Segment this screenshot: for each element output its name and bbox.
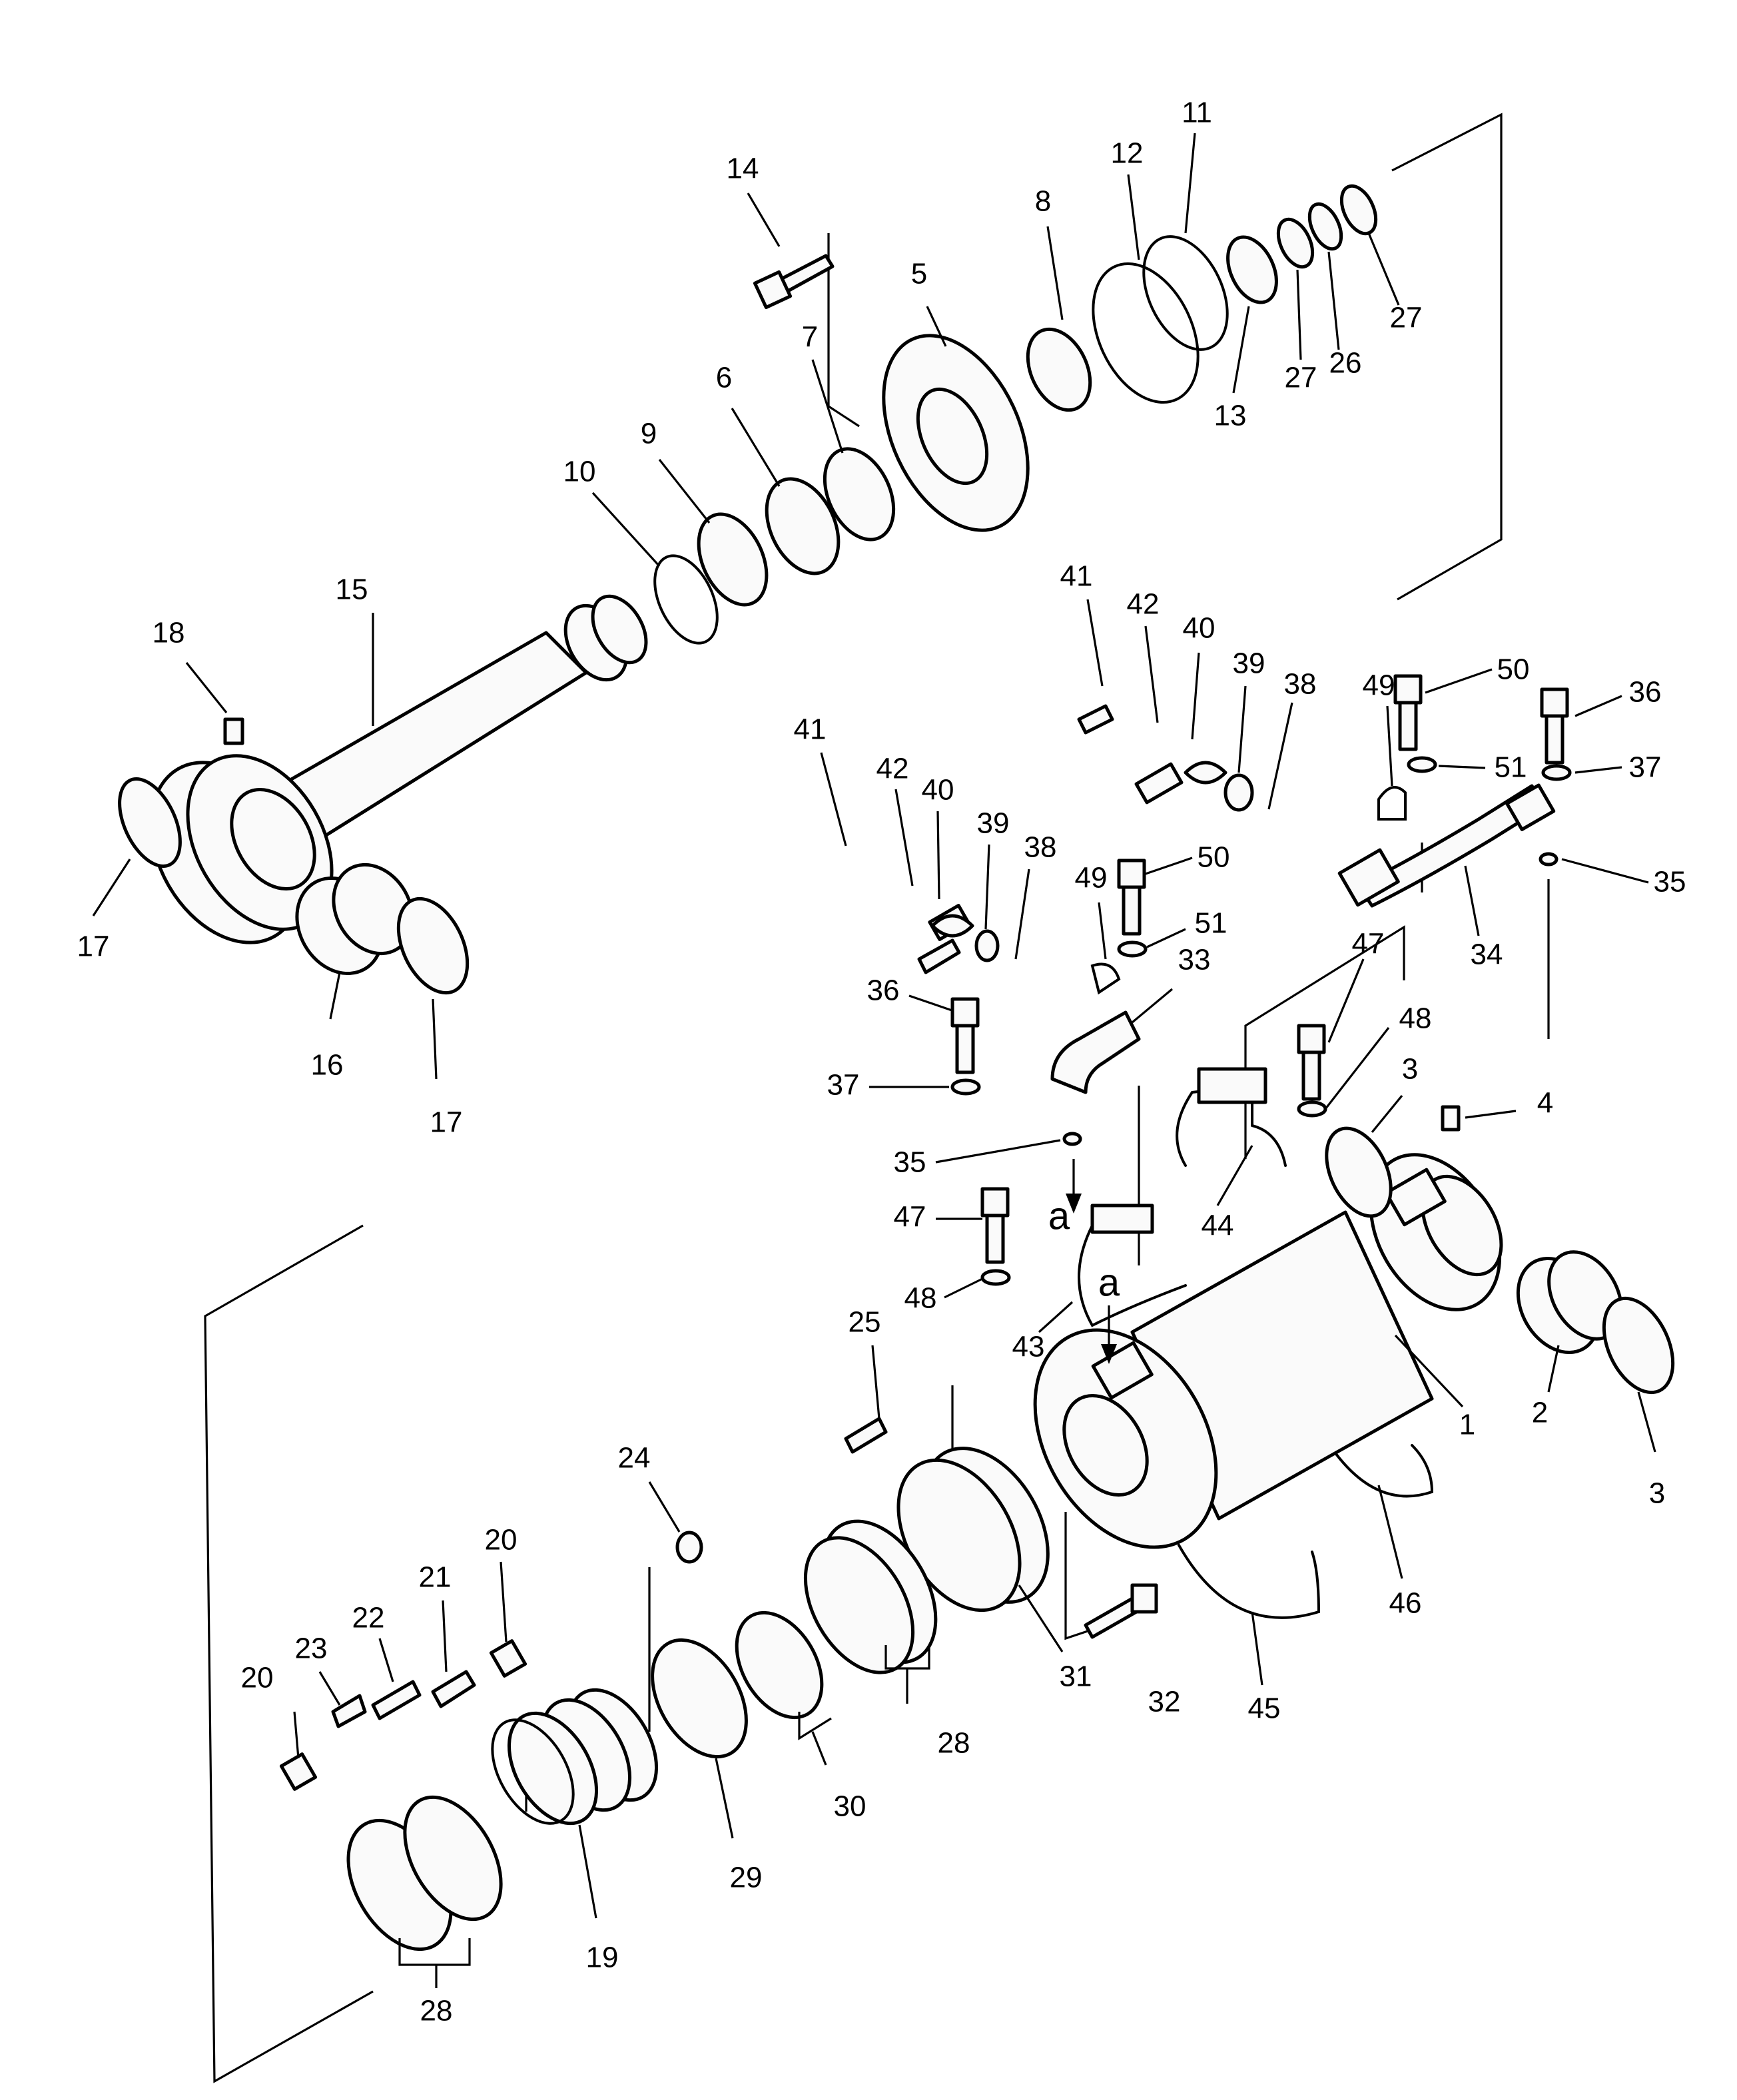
callout-part-20a: 20 (241, 1662, 274, 1694)
callout-part-21: 21 (419, 1561, 452, 1594)
callout-part-3a: 3 (1402, 1053, 1418, 1086)
callout-part-36b: 36 (867, 974, 900, 1007)
callout-part-7: 7 (802, 321, 818, 354)
callout-part-37a: 37 (1629, 751, 1662, 784)
bands (1078, 1067, 1434, 1619)
callout-part-11: 11 (1182, 97, 1212, 129)
callout-part-13: 13 (1214, 400, 1247, 432)
callout-part-22: 22 (352, 1602, 385, 1634)
reference-mark-a-lower: a (1098, 1261, 1120, 1304)
callout-part-35b: 35 (894, 1146, 926, 1179)
callout-part-25: 25 (849, 1306, 881, 1339)
callout-part-31: 31 (1060, 1660, 1092, 1693)
callout-part-19: 19 (586, 1941, 619, 1974)
callout-part-15: 15 (336, 573, 368, 606)
reference-marks: a a (1048, 1159, 1120, 1364)
callout-part-27b: 27 (1390, 302, 1423, 334)
callout-part-10: 10 (563, 456, 596, 488)
piping (917, 674, 1572, 1286)
cylinder-tube (1033, 1105, 1675, 1549)
callout-part-48a: 48 (1399, 1002, 1432, 1035)
callout-part-48b: 48 (904, 1282, 937, 1315)
callout-part-42b: 42 (876, 753, 909, 785)
callout-part-33: 33 (1178, 944, 1211, 976)
callout-part-2: 2 (1532, 1397, 1548, 1429)
callout-part-6: 6 (716, 362, 732, 394)
callout-part-34: 34 (1471, 938, 1503, 971)
callout-part-41b: 41 (794, 713, 827, 746)
callout-part-4: 4 (1537, 1087, 1553, 1120)
callout-part-35a: 35 (1654, 866, 1686, 898)
callout-part-49b: 49 (1075, 862, 1108, 894)
callout-part-37b: 37 (827, 1069, 860, 1102)
callout-part-14: 14 (727, 153, 759, 185)
callout-part-43: 43 (1012, 1331, 1045, 1363)
callout-part-40b: 40 (922, 774, 954, 807)
callout-part-46: 46 (1389, 1587, 1422, 1620)
callout-part-30: 30 (834, 1790, 867, 1823)
callout-part-38b: 38 (1024, 831, 1057, 864)
callout-part-27a: 27 (1285, 362, 1317, 394)
callout-part-28b: 28 (420, 1995, 453, 2027)
reference-mark-a-upper: a (1048, 1194, 1070, 1237)
callout-part-51b: 51 (1195, 907, 1227, 940)
assembly-lines (204, 113, 1550, 2083)
callout-part-38a: 38 (1284, 668, 1317, 701)
callout-part-23: 23 (295, 1632, 328, 1665)
callout-part-51a: 51 (1495, 751, 1527, 784)
callout-part-20b: 20 (485, 1524, 518, 1557)
piston-parts (279, 1417, 1158, 1951)
callout-part-42a: 42 (1127, 588, 1160, 621)
callout-part-28a: 28 (938, 1727, 970, 1760)
callout-part-49a: 49 (1363, 669, 1395, 702)
head-parts (653, 184, 1378, 645)
callout-part-36a: 36 (1629, 676, 1662, 709)
callout-part-24: 24 (618, 1442, 651, 1475)
callout-part-29: 29 (730, 1862, 763, 1894)
callout-part-41a: 41 (1060, 560, 1093, 593)
callouts: 1 2 3 3 4 5 6 7 8 9 10 11 12 13 14 15 16… (77, 97, 1686, 2027)
callout-part-39b: 39 (977, 807, 1010, 840)
callout-part-18: 18 (153, 617, 185, 649)
callout-part-44: 44 (1202, 1210, 1234, 1242)
callout-part-47a: 47 (1352, 928, 1385, 960)
callout-part-40a: 40 (1183, 612, 1216, 645)
callout-part-50a: 50 (1497, 653, 1530, 686)
callout-part-9: 9 (641, 418, 657, 450)
callout-part-8: 8 (1035, 185, 1051, 218)
callout-part-47b: 47 (894, 1201, 926, 1233)
callout-part-50b: 50 (1198, 841, 1230, 874)
callout-part-17a: 17 (77, 930, 110, 963)
callout-part-39a: 39 (1233, 647, 1265, 680)
grease-fitting-18 (223, 717, 244, 745)
rod-assembly (118, 594, 648, 995)
callout-part-45: 45 (1248, 1692, 1281, 1725)
callout-part-3b: 3 (1649, 1477, 1665, 1510)
callout-part-17b: 17 (430, 1106, 463, 1139)
callout-part-12: 12 (1111, 137, 1144, 170)
callout-part-1: 1 (1459, 1409, 1475, 1441)
callout-part-26: 26 (1329, 347, 1362, 380)
callout-part-16: 16 (311, 1049, 344, 1082)
callout-part-5: 5 (911, 258, 927, 290)
callout-part-32: 32 (1148, 1686, 1181, 1718)
